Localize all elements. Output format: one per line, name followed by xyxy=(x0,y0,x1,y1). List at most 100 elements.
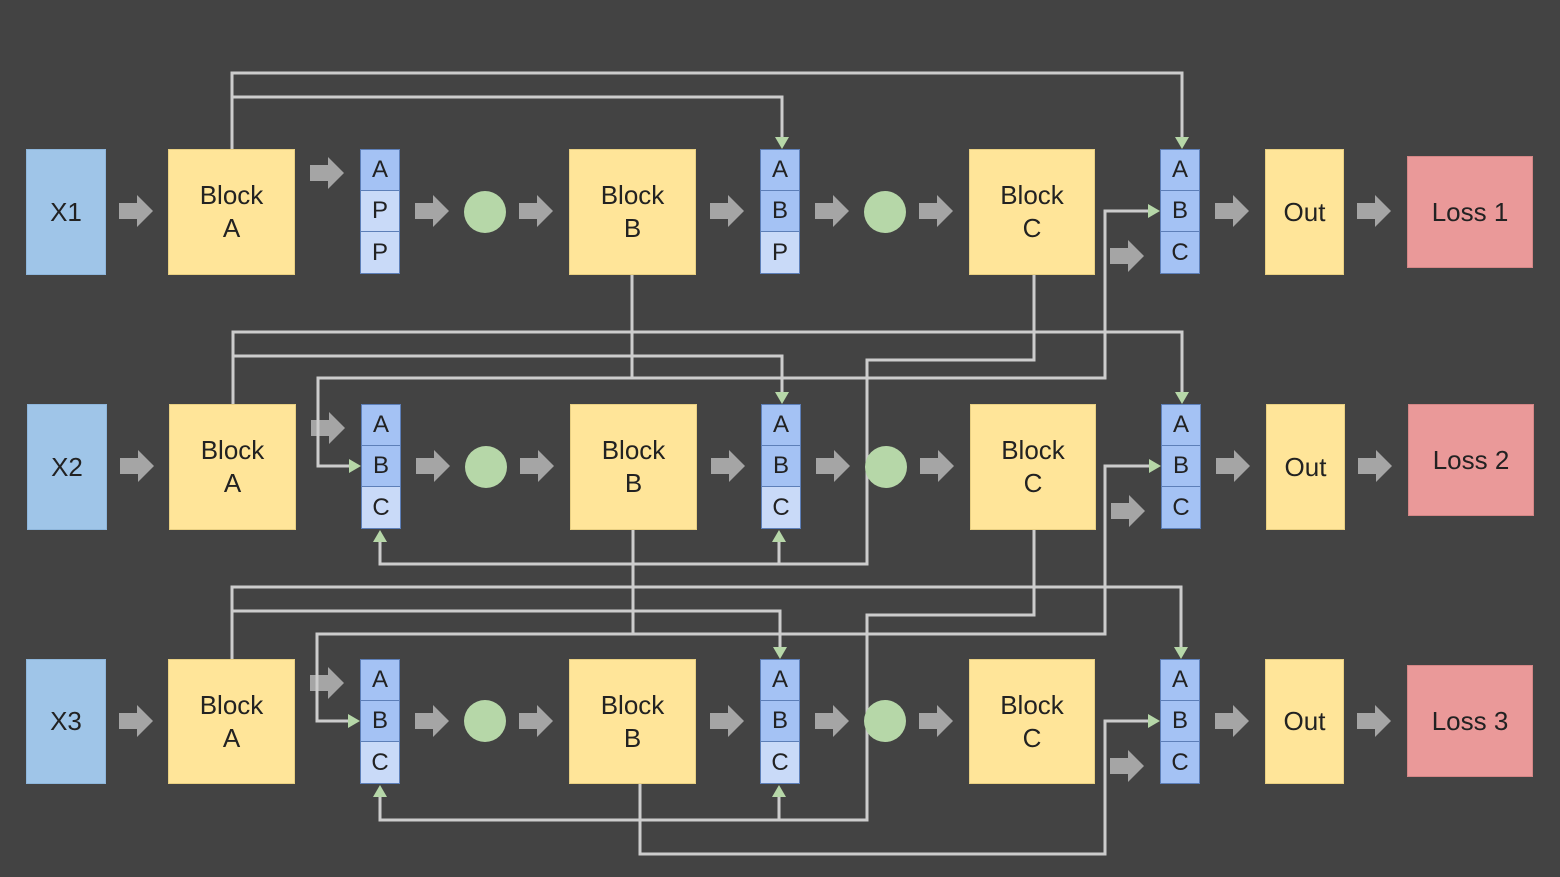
out-row3: Out xyxy=(1265,659,1344,784)
arrowhead xyxy=(775,392,789,404)
stack-cell: C xyxy=(1161,232,1199,273)
stack-cell: A xyxy=(361,150,399,191)
stack-1-row1: A P P xyxy=(360,149,400,274)
block-b-row1: Block B xyxy=(569,149,696,275)
merge-node-2-row2 xyxy=(865,446,907,488)
merge-node-1-row2 xyxy=(465,446,507,488)
stack-cell: B xyxy=(362,446,400,487)
merge-node-2-row1 xyxy=(864,191,906,233)
flow-arrow xyxy=(119,705,153,737)
input-x3: X3 xyxy=(26,659,106,784)
flow-arrow xyxy=(1110,240,1144,272)
block-c-row1: Block C xyxy=(969,149,1095,275)
wire-a1-to-s2r1 xyxy=(232,95,784,138)
block-b-row2: Block B xyxy=(570,404,697,530)
arrowhead xyxy=(1149,459,1161,473)
arrowhead xyxy=(1174,647,1188,659)
wire-a1-to-s3r1 xyxy=(230,71,1184,149)
wire-b2-to-s1r3 xyxy=(315,530,635,723)
flow-arrow xyxy=(1357,195,1391,227)
arrowhead xyxy=(772,785,786,797)
stack-cell: B xyxy=(762,446,800,487)
flow-arrow xyxy=(119,195,153,227)
block-b-row3: Block B xyxy=(569,659,696,784)
stack-cell: A xyxy=(362,405,400,446)
stack-cell: B xyxy=(1161,701,1199,742)
stack-cell: P xyxy=(761,232,799,273)
wire-a2-to-s3r2 xyxy=(231,330,1184,404)
stack-cell: A xyxy=(761,150,799,191)
stack-cell: C xyxy=(361,742,399,783)
flow-arrow xyxy=(1358,450,1392,482)
flow-arrow xyxy=(1357,705,1391,737)
flow-arrow xyxy=(310,667,344,699)
merge-node-1-row1 xyxy=(464,191,506,233)
flow-arrow xyxy=(920,450,954,482)
stack-cell: C xyxy=(761,742,799,783)
block-c-row3: Block C xyxy=(969,659,1095,784)
stack-cell: A xyxy=(1162,405,1200,446)
block-a-row1: Block A xyxy=(168,149,295,275)
flow-arrow xyxy=(919,705,953,737)
block-a-row3: Block A xyxy=(168,659,295,784)
arrowhead xyxy=(775,137,789,149)
flow-arrow xyxy=(815,195,849,227)
loss-2: Loss 2 xyxy=(1408,404,1534,516)
arrowhead xyxy=(1148,204,1160,218)
stack-cell: P xyxy=(361,232,399,273)
wire-b1-to-s1r2 xyxy=(316,275,634,468)
stack-cell: B xyxy=(1162,446,1200,487)
flow-arrow xyxy=(1111,495,1145,527)
flow-arrow xyxy=(919,195,953,227)
wire-a3-to-s2r3 xyxy=(232,609,782,648)
flow-arrow xyxy=(1216,450,1250,482)
flow-arrow xyxy=(1215,705,1249,737)
flow-arrow xyxy=(520,450,554,482)
arrowhead xyxy=(1175,137,1189,149)
flow-arrow xyxy=(711,450,745,482)
loss-3: Loss 3 xyxy=(1407,665,1533,777)
stack-2-row2: A B C xyxy=(761,404,801,529)
wire-b3-to-s3r3 xyxy=(638,719,1148,856)
arrowhead xyxy=(373,530,387,542)
flow-arrow xyxy=(815,705,849,737)
input-x1: X1 xyxy=(26,149,106,275)
out-row2: Out xyxy=(1266,404,1345,530)
wire-c1-to-s1r2 xyxy=(378,275,1036,566)
flow-arrow xyxy=(120,450,154,482)
flow-arrow xyxy=(816,450,850,482)
arrowhead xyxy=(1148,714,1160,728)
stack-cell: A xyxy=(1161,150,1199,191)
stack-cell: B xyxy=(761,701,799,742)
wire-b2-to-s3r2 xyxy=(633,464,1149,636)
arrowhead xyxy=(773,647,787,659)
stack-3-row3: A B C xyxy=(1160,659,1200,784)
flow-arrow xyxy=(311,412,345,444)
block-a-row2: Block A xyxy=(169,404,296,530)
stack-cell: P xyxy=(361,191,399,232)
flow-arrow xyxy=(710,705,744,737)
stack-cell: C xyxy=(362,487,400,528)
arrowhead xyxy=(772,530,786,542)
block-c-row2: Block C xyxy=(970,404,1096,530)
merge-node-1-row3 xyxy=(464,700,506,742)
flow-arrow xyxy=(710,195,744,227)
flow-arrow xyxy=(416,450,450,482)
stack-cell: A xyxy=(761,660,799,701)
arrowhead xyxy=(348,714,360,728)
loss-1: Loss 1 xyxy=(1407,156,1533,268)
merge-node-2-row3 xyxy=(864,700,906,742)
arrowhead xyxy=(1175,392,1189,404)
input-x2: X2 xyxy=(27,404,107,530)
stack-2-row3: A B C xyxy=(760,659,800,784)
stack-cell: C xyxy=(1161,742,1199,783)
stack-1-row3: A B C xyxy=(360,659,400,784)
flow-arrow xyxy=(519,705,553,737)
wire-a3-to-s3r3 xyxy=(230,585,1183,659)
stack-2-row1: A B P xyxy=(760,149,800,274)
flow-arrow xyxy=(310,157,344,189)
flow-arrow xyxy=(415,195,449,227)
stack-cell: B xyxy=(761,191,799,232)
arrowhead xyxy=(349,459,361,473)
stack-cell: C xyxy=(762,487,800,528)
